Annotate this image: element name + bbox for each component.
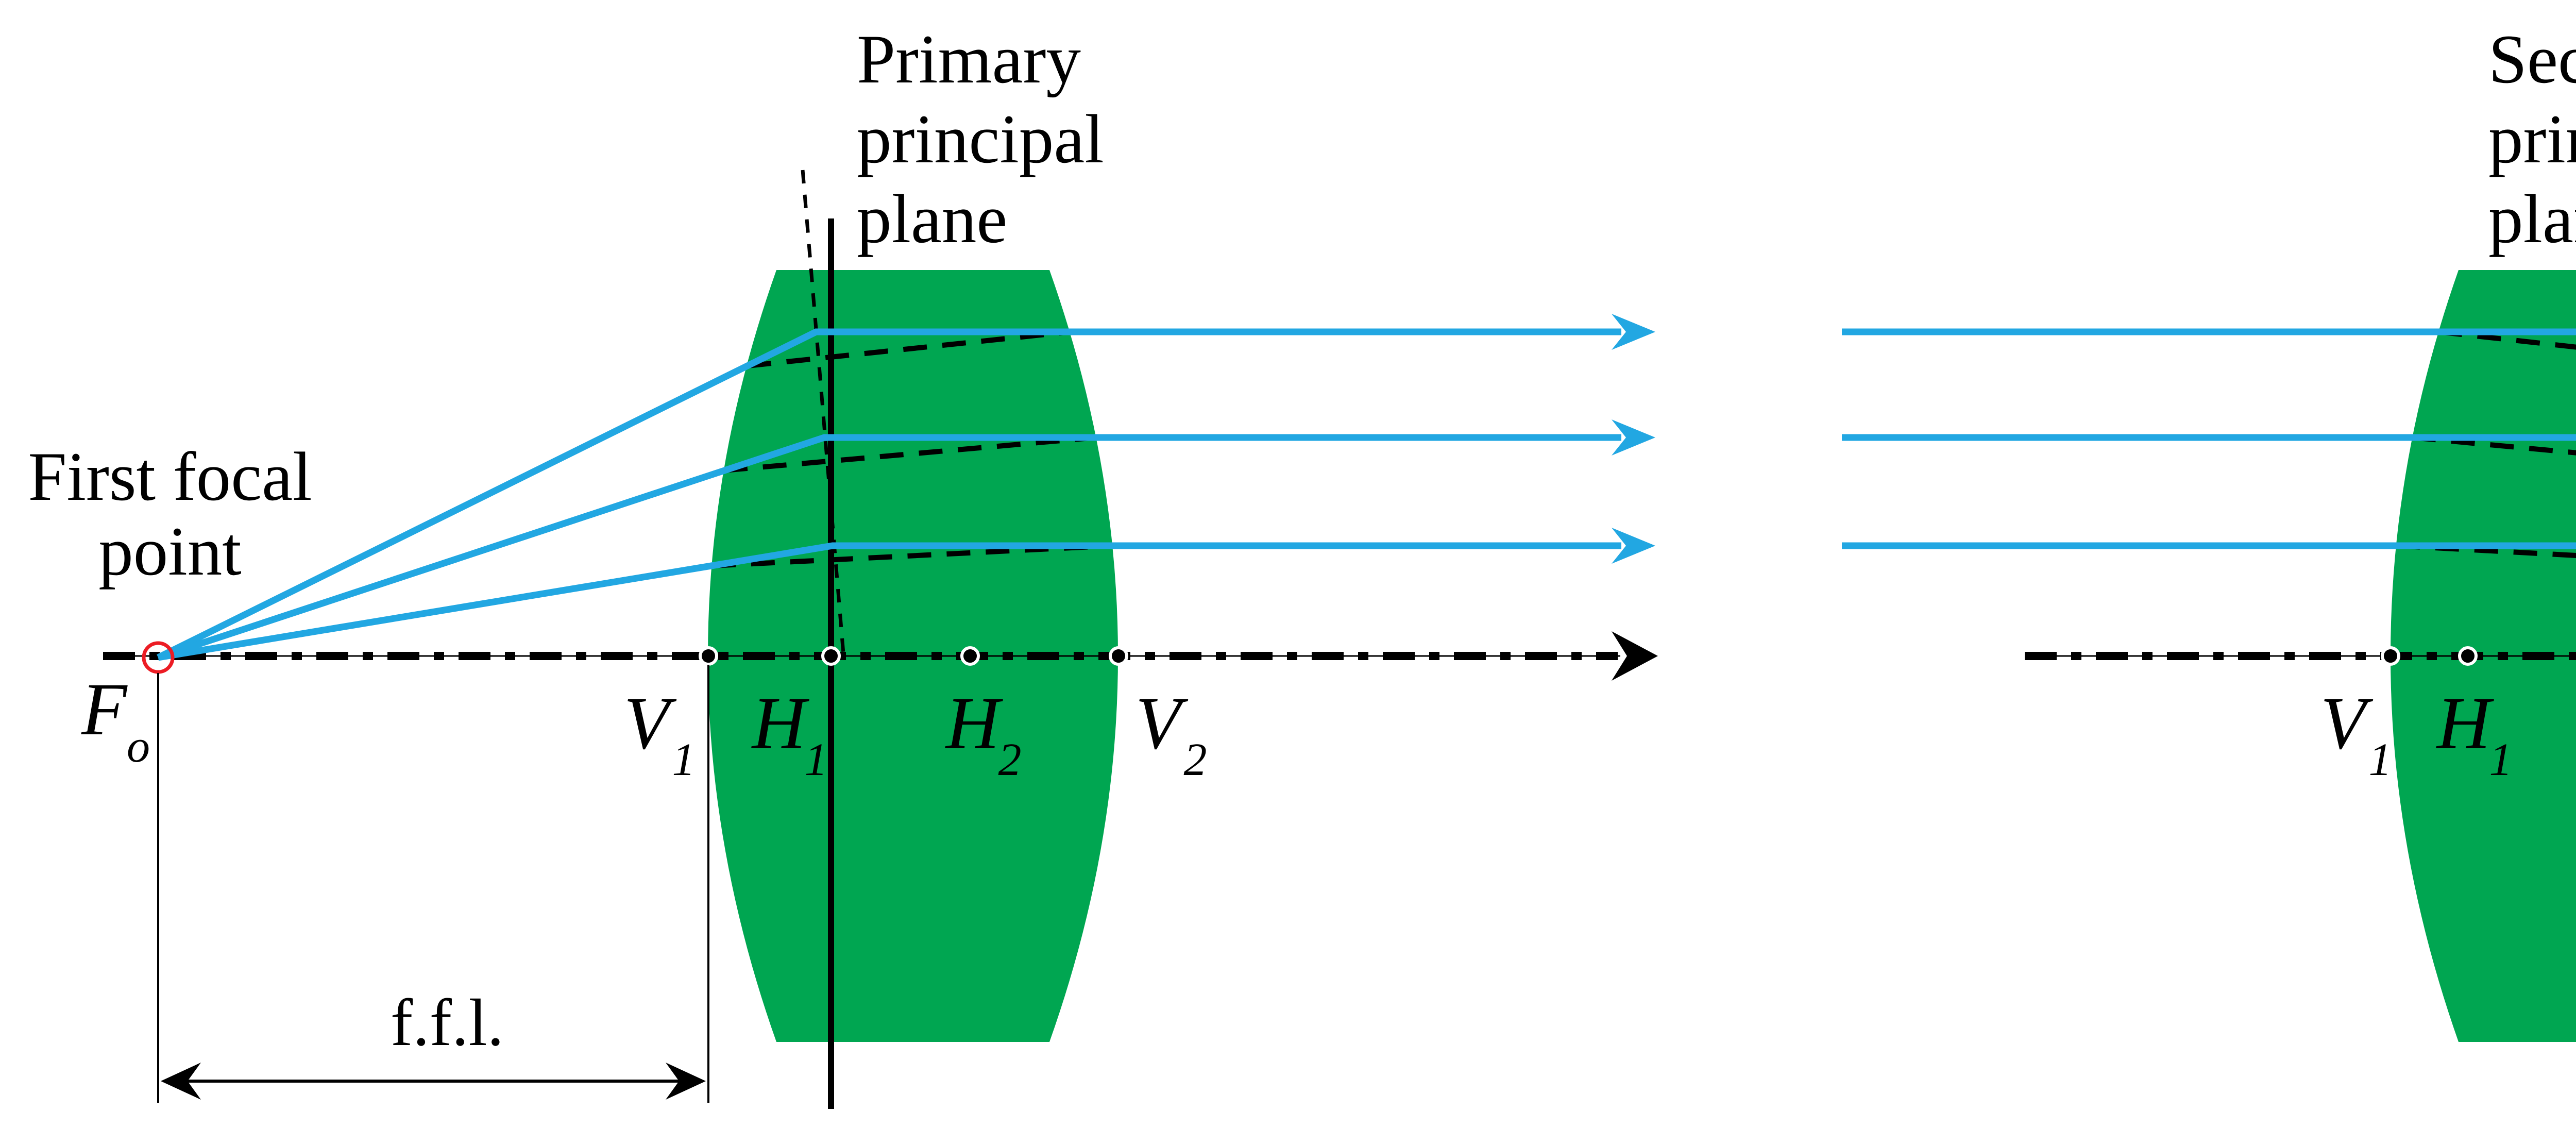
ray-bottom-right xyxy=(1842,542,2576,549)
ray-arrowhead-icon xyxy=(1612,528,1655,564)
principal-point-dot-h1 xyxy=(2458,646,2478,666)
vertex-dot-v1 xyxy=(2381,646,2400,666)
fo-symbol-subscript: o xyxy=(127,721,150,772)
h2-label: H xyxy=(945,682,1004,765)
first-focal-point-label-line2: point xyxy=(98,513,242,590)
first-focal-point-label-line1: First focal xyxy=(28,439,312,515)
internal-ray-dashed-middle xyxy=(723,435,1097,473)
v2-label: V xyxy=(1136,682,1189,765)
ray-arrowhead-icon xyxy=(1612,314,1655,350)
h1-label-subscript: 1 xyxy=(2489,734,2513,785)
secondary-plane-label-line2: principal xyxy=(2488,101,2576,178)
left-diagram: First focal point Primary principal plan… xyxy=(28,21,1658,1109)
vertex-dot-v2 xyxy=(1109,646,1128,666)
primary-plane-label-line2: principal xyxy=(857,101,1104,178)
internal-ray-dashed-middle xyxy=(2412,435,2576,456)
first-focal-point-marker xyxy=(142,641,175,674)
v1-label-subscript: 1 xyxy=(2369,734,2392,785)
primary-plane-label-line1: Primary xyxy=(857,21,1081,98)
v2-label-subscript: 2 xyxy=(1184,734,1207,785)
secondary-plane-label-line3: plane xyxy=(2488,181,2576,258)
v1-label-subscript: 1 xyxy=(672,734,696,785)
ffl-label: f.f.l. xyxy=(391,986,504,1060)
dimension-arrowhead-icon xyxy=(666,1063,706,1100)
ray-middle-right xyxy=(1842,434,2576,441)
ray-top-right xyxy=(1842,328,2576,335)
h2-label-subscript: 2 xyxy=(998,734,1022,785)
vertex-dot-v1 xyxy=(699,646,718,666)
ray-middle-left xyxy=(157,434,1621,661)
principal-surface-dashed-left xyxy=(801,170,846,660)
h1-label: H xyxy=(2436,682,2495,765)
h1-label: H xyxy=(751,682,810,765)
v1-label: V xyxy=(624,682,677,765)
secondary-plane-label-line1: Secondary xyxy=(2488,21,2576,98)
principal-point-dot-h2 xyxy=(960,646,980,666)
internal-ray-dashed-top xyxy=(2438,329,2576,350)
v1-label: V xyxy=(2320,682,2374,765)
axis-arrowhead-icon xyxy=(1612,631,1658,681)
ray-arrowhead-icon xyxy=(1612,419,1655,456)
right-diagram: Second focal point Secondary principal p… xyxy=(1842,21,2576,1042)
dimension-arrowhead-icon xyxy=(161,1063,201,1100)
ray-top-left xyxy=(157,328,1621,661)
fo-symbol: F xyxy=(81,668,128,751)
internal-ray-dashed-top xyxy=(747,329,1071,368)
principal-point-dot-h1 xyxy=(821,646,841,666)
ray-bottom-left xyxy=(157,542,1621,661)
primary-plane-label-line3: plane xyxy=(857,181,1007,258)
h1-label-subscript: 1 xyxy=(805,734,828,785)
